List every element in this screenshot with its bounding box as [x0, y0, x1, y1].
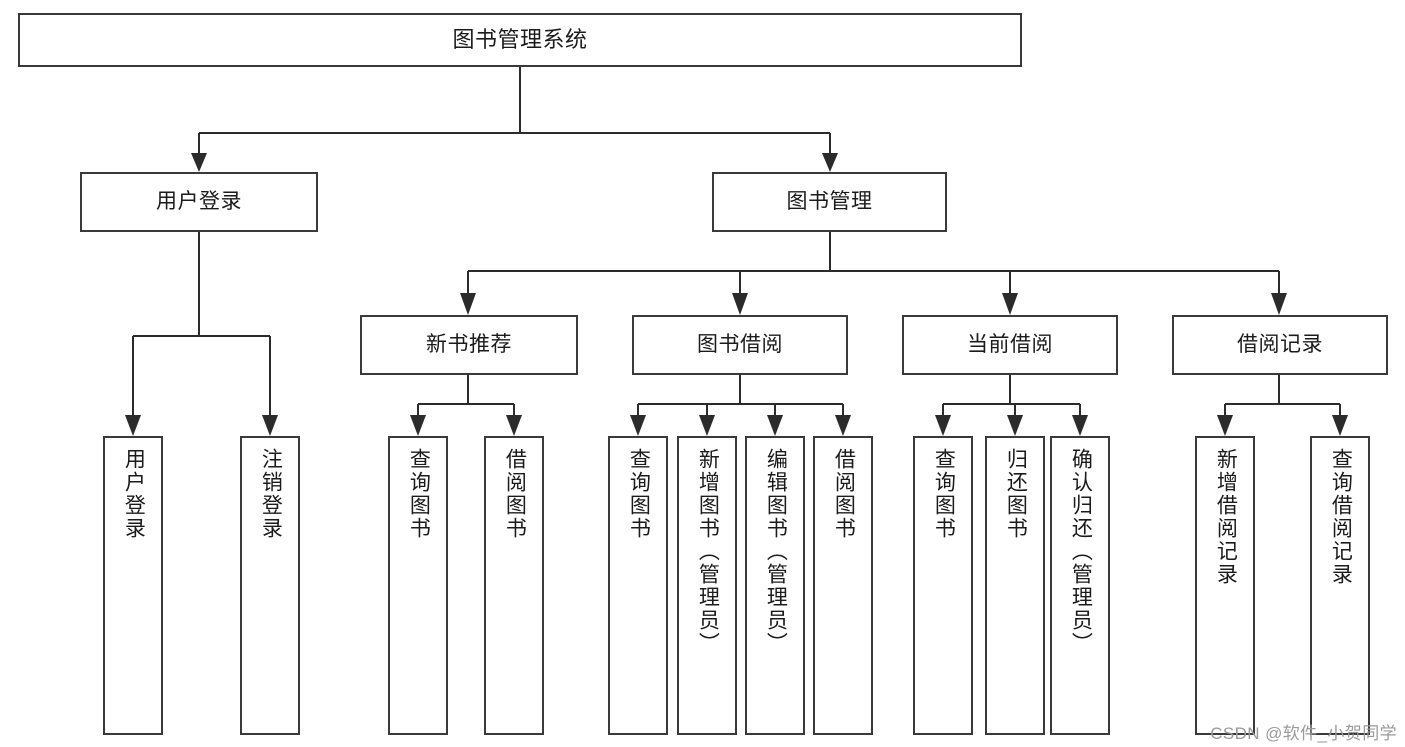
node-leaf-query-borrow-record[interactable]: 查询借阅记录	[1310, 436, 1370, 735]
node-leaf-borrow-book-label: 借阅图书	[832, 448, 856, 540]
node-new-book-recommend[interactable]: 新书推荐	[360, 315, 578, 375]
node-leaf-query-book-borrow-label: 查询图书	[627, 448, 651, 540]
csdn-watermark: CSDN @软件_小贺同学	[1210, 724, 1397, 743]
node-root-label: 图书管理系统	[452, 26, 588, 52]
node-borrow-record[interactable]: 借阅记录	[1172, 315, 1388, 375]
node-leaf-logout[interactable]: 注销登录	[240, 436, 300, 735]
node-leaf-edit-book-admin-label: 编辑图书（管理员）	[764, 448, 788, 655]
arrow-to-leaf-user-login	[125, 415, 141, 436]
node-leaf-query-book-recommend-label: 查询图书	[407, 448, 431, 540]
arrow-bb-leaf3	[767, 415, 783, 436]
arrow-bb-leaf1	[630, 415, 646, 436]
arrow-to-user-login	[191, 153, 207, 172]
arrow-to-new-book	[460, 293, 476, 315]
node-leaf-user-login-label: 用户登录	[122, 448, 146, 540]
arrow-cb-leaf2	[1007, 415, 1023, 436]
arrow-bb-leaf2	[699, 415, 715, 436]
node-root-library-system[interactable]: 图书管理系统	[18, 13, 1022, 67]
node-leaf-borrow-book-recommend-label: 借阅图书	[503, 448, 527, 540]
arrow-br-leaf2	[1332, 415, 1348, 436]
node-leaf-return-book[interactable]: 归还图书	[985, 436, 1045, 735]
node-book-management-label: 图书管理	[786, 190, 873, 214]
node-leaf-query-book-borrow[interactable]: 查询图书	[608, 436, 668, 735]
node-leaf-query-book-current[interactable]: 查询图书	[913, 436, 973, 735]
node-leaf-query-book-recommend[interactable]: 查询图书	[388, 436, 448, 735]
arrow-to-leaf-logout	[262, 415, 278, 436]
arrow-to-current-borrow	[1002, 293, 1018, 315]
arrow-cb-leaf3	[1072, 415, 1088, 436]
node-book-borrow-label: 图书借阅	[697, 333, 783, 357]
node-book-management[interactable]: 图书管理	[712, 172, 947, 232]
node-leaf-add-borrow-record[interactable]: 新增借阅记录	[1195, 436, 1255, 735]
arrow-bb-leaf4	[835, 415, 851, 436]
arrow-nb-leaf1	[410, 415, 426, 436]
node-leaf-user-login[interactable]: 用户登录	[103, 436, 163, 735]
node-user-login-label: 用户登录	[156, 190, 242, 214]
arrow-to-book-mgmt	[822, 153, 838, 172]
arrow-cb-leaf1	[935, 415, 951, 436]
node-leaf-logout-label: 注销登录	[259, 448, 283, 540]
arrow-br-leaf1	[1217, 415, 1233, 436]
node-new-book-recommend-label: 新书推荐	[426, 333, 512, 357]
node-leaf-confirm-return-admin[interactable]: 确认归还（管理员）	[1050, 436, 1110, 735]
node-leaf-borrow-book-recommend[interactable]: 借阅图书	[484, 436, 544, 735]
node-leaf-add-book-admin-label: 新增图书（管理员）	[696, 448, 720, 655]
node-leaf-add-book-admin[interactable]: 新增图书（管理员）	[677, 436, 737, 735]
node-leaf-confirm-return-admin-label: 确认归还（管理员）	[1069, 448, 1093, 655]
node-leaf-query-book-current-label: 查询图书	[932, 448, 956, 540]
node-book-borrow[interactable]: 图书借阅	[632, 315, 848, 375]
arrow-to-book-borrow	[732, 293, 748, 315]
arrow-to-borrow-record	[1271, 293, 1287, 315]
node-current-borrow-label: 当前借阅	[967, 333, 1053, 357]
node-leaf-edit-book-admin[interactable]: 编辑图书（管理员）	[745, 436, 805, 735]
node-leaf-query-borrow-record-label: 查询借阅记录	[1329, 448, 1353, 586]
arrow-nb-leaf2	[506, 415, 522, 436]
node-current-borrow[interactable]: 当前借阅	[902, 315, 1118, 375]
node-leaf-return-book-label: 归还图书	[1004, 448, 1028, 540]
node-borrow-record-label: 借阅记录	[1237, 333, 1323, 357]
node-leaf-add-borrow-record-label: 新增借阅记录	[1214, 448, 1238, 586]
node-leaf-borrow-book[interactable]: 借阅图书	[813, 436, 873, 735]
node-user-login[interactable]: 用户登录	[80, 172, 318, 232]
